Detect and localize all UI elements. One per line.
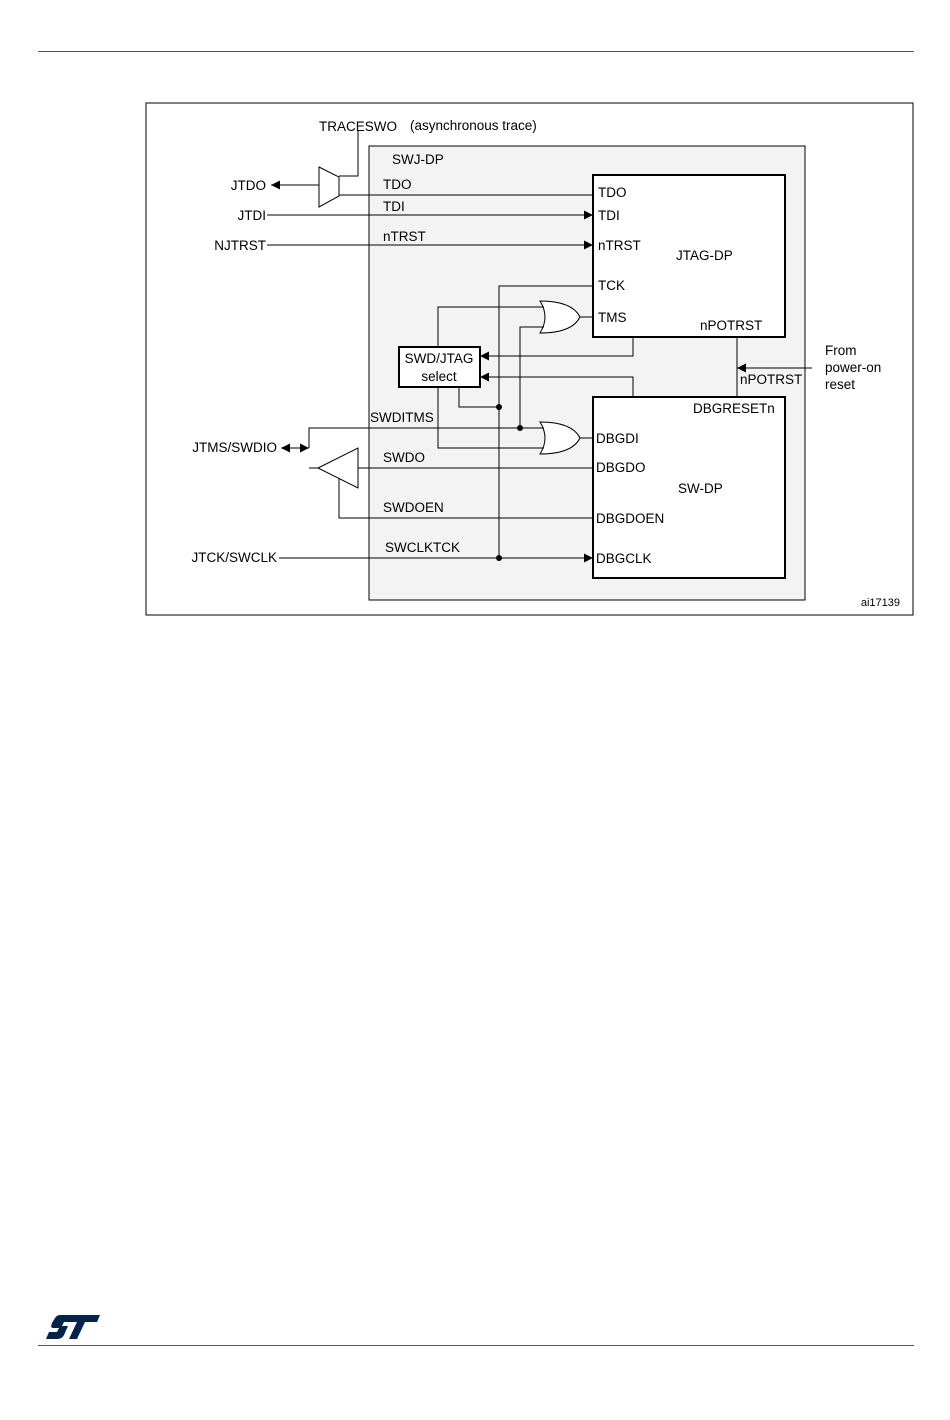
jtag-npotrst-port: nPOTRST xyxy=(700,318,762,333)
swj-dp-block-diagram: TRACESWO (asynchronous trace) SWJ-DP JTD… xyxy=(0,0,950,650)
jtag-tdo-port: TDO xyxy=(598,185,627,200)
jtdi-pin-label: JTDI xyxy=(238,208,267,223)
jtag-dp-title: JTAG-DP xyxy=(676,248,733,263)
jtag-ntrst-port: nTRST xyxy=(598,238,641,253)
reset-source-line3: reset xyxy=(825,377,855,392)
jtag-tdi-port: TDI xyxy=(598,208,620,223)
njtrst-pin-label: NJTRST xyxy=(214,238,266,253)
sw-dbgdoen-port: DBGDOEN xyxy=(596,511,664,526)
sw-dbgresetn-port: DBGRESETn xyxy=(693,401,775,416)
swj-dp-label: SWJ-DP xyxy=(392,152,444,167)
reset-source-line1: From xyxy=(825,343,857,358)
sw-dbgdi-port: DBGDI xyxy=(596,431,639,446)
sw-dp-title: SW-DP xyxy=(678,481,723,496)
select-box-line2: select xyxy=(421,369,457,384)
jtdo-pin-label: JTDO xyxy=(231,178,266,193)
npotrst-signal-label: nPOTRST xyxy=(740,372,802,387)
footer-rule xyxy=(38,1345,914,1346)
select-box-line1: SWD/JTAG xyxy=(405,351,474,366)
traceswo-label: TRACESWO xyxy=(319,119,397,134)
junction-dot xyxy=(517,425,523,431)
sw-dbgdo-port: DBGDO xyxy=(596,460,646,475)
jtms-swdio-pin-label: JTMS/SWDIO xyxy=(192,440,277,455)
swclktck-signal-label: SWCLKTCK xyxy=(385,540,460,555)
tdo-signal-label: TDO xyxy=(383,177,412,192)
swdo-signal-label: SWDO xyxy=(383,450,425,465)
sw-dbgclk-port: DBGCLK xyxy=(596,551,652,566)
swditms-signal-label: SWDITMS xyxy=(370,410,434,425)
figure-id: ai17139 xyxy=(861,597,900,609)
async-trace-label: (asynchronous trace) xyxy=(410,118,537,133)
jtag-tck-port: TCK xyxy=(598,278,625,293)
junction-dot xyxy=(496,404,502,410)
ntrst-signal-label: nTRST xyxy=(383,229,426,244)
jtag-tms-port: TMS xyxy=(598,310,627,325)
st-logo xyxy=(44,1312,102,1342)
reset-source-line2: power-on xyxy=(825,360,881,375)
jtck-swclk-pin-label: JTCK/SWCLK xyxy=(191,550,277,565)
swdoen-signal-label: SWDOEN xyxy=(383,500,444,515)
junction-dot xyxy=(496,555,502,561)
tdi-signal-label: TDI xyxy=(383,199,405,214)
